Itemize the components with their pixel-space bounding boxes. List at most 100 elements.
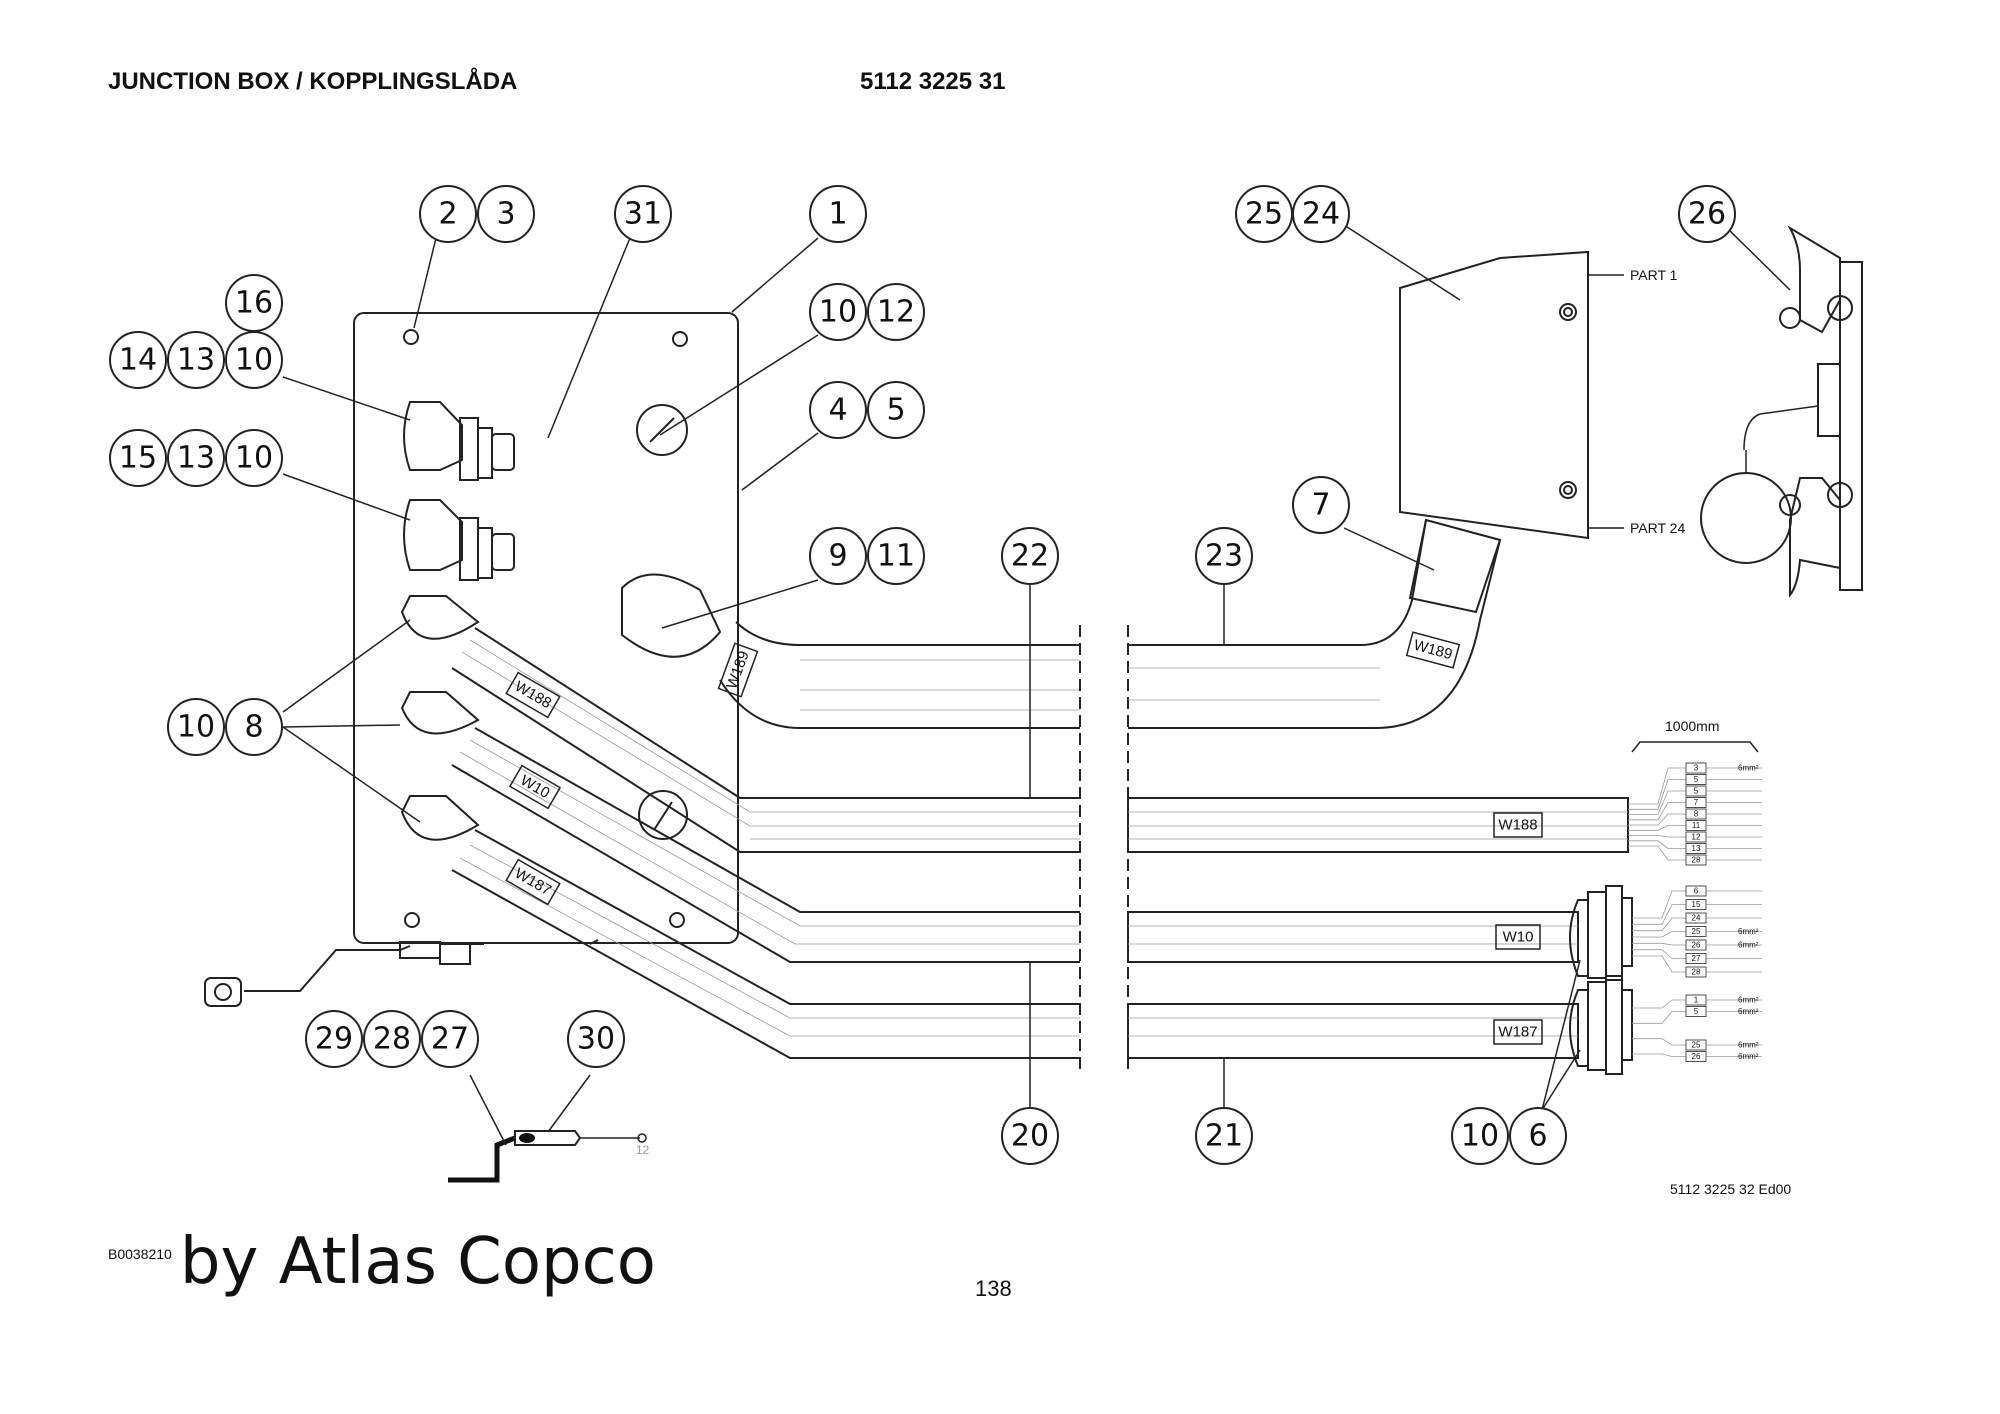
item-balloon: 22 — [1001, 527, 1059, 585]
svg-text:12: 12 — [1692, 833, 1701, 842]
wire-size-label: 6mm² — [1738, 764, 1759, 773]
document-id: B0038210 — [108, 1246, 172, 1262]
svg-text:29: 29 — [315, 1022, 353, 1057]
item-balloon: 11 — [867, 527, 925, 585]
terminal-block: 11 — [1685, 820, 1707, 831]
svg-text:14: 14 — [119, 343, 157, 378]
mounting-hole — [672, 331, 688, 347]
svg-text:11: 11 — [877, 539, 915, 574]
pin-label: 12 — [636, 1143, 650, 1157]
svg-text:5: 5 — [1694, 787, 1699, 796]
item-balloon: 2 — [419, 185, 477, 243]
cable-tag: W188 — [505, 671, 561, 719]
wire-size-label: 6mm² — [1738, 1007, 1759, 1016]
terminal-block: 6 — [1685, 885, 1707, 897]
svg-text:13: 13 — [177, 343, 215, 378]
earth-cable — [204, 939, 599, 1007]
jumper-wire — [448, 1130, 647, 1183]
svg-text:7: 7 — [1694, 798, 1699, 807]
item-balloon: 10 — [809, 283, 867, 341]
svg-text:W188: W188 — [1498, 817, 1537, 834]
svg-text:24: 24 — [1692, 914, 1701, 923]
terminal-block: 5 — [1685, 785, 1707, 797]
part-24-label: PART 24 — [1630, 520, 1685, 536]
svg-text:16: 16 — [235, 286, 273, 321]
terminal-block: 1 — [1685, 994, 1707, 1006]
svg-text:25: 25 — [1692, 927, 1701, 936]
svg-text:28: 28 — [373, 1022, 411, 1057]
svg-text:10: 10 — [235, 343, 273, 378]
terminal-block: 5 — [1685, 1006, 1707, 1017]
cable-w188-left — [400, 595, 1080, 853]
item-balloon: 24 — [1292, 185, 1350, 243]
item-balloon: 4 — [809, 381, 867, 439]
item-balloon: 29 — [305, 1010, 363, 1068]
wire-size-label: 6mm² — [1738, 941, 1759, 950]
svg-text:8: 8 — [1694, 810, 1699, 819]
item-balloon: 25 — [1235, 185, 1293, 243]
svg-text:26: 26 — [1692, 941, 1701, 950]
cable-w10-right — [1127, 911, 1579, 963]
svg-text:15: 15 — [119, 441, 157, 476]
svg-text:5: 5 — [886, 393, 905, 428]
locking-clip — [1700, 225, 1863, 598]
cable-tag: W187 — [1493, 1019, 1543, 1045]
svg-text:W188: W188 — [512, 678, 554, 712]
svg-text:W189: W189 — [723, 649, 752, 692]
terminal-block: 27 — [1685, 953, 1707, 964]
item-balloon: 20 — [1001, 1107, 1059, 1165]
item-balloon: 7 — [1292, 476, 1350, 534]
svg-text:10: 10 — [177, 710, 215, 745]
mounting-hole — [403, 329, 419, 345]
item-balloon: 10 — [1451, 1107, 1509, 1165]
svg-text:3: 3 — [1694, 764, 1699, 773]
item-balloon: 8 — [225, 698, 283, 756]
item-balloon: 16 — [225, 274, 283, 332]
svg-text:28: 28 — [1692, 968, 1701, 977]
item-balloon: 15 — [109, 429, 167, 487]
svg-text:27: 27 — [431, 1022, 469, 1057]
item-balloon: 28 — [363, 1010, 421, 1068]
drawing-reference: 5112 3225 32 Ed00 — [1670, 1181, 1792, 1197]
terminal-block: 15 — [1685, 899, 1707, 910]
length-label: 1000mm — [1665, 718, 1719, 734]
svg-text:W10: W10 — [517, 772, 552, 802]
svg-text:21: 21 — [1205, 1119, 1243, 1154]
cable-tag: W188 — [1493, 812, 1543, 838]
svg-text:2: 2 — [438, 197, 457, 232]
item-balloon: 10 — [225, 429, 283, 487]
cable-gland-upper — [403, 401, 515, 481]
cable-w188-right — [1127, 797, 1629, 853]
svg-text:12: 12 — [877, 295, 915, 330]
item-balloon: 31 — [614, 185, 672, 243]
terminal-block: 28 — [1685, 966, 1707, 978]
blanking-plug — [638, 790, 688, 840]
terminal-block: 3 — [1685, 762, 1707, 774]
terminal-block: 8 — [1685, 808, 1707, 820]
mounting-hole — [404, 912, 420, 928]
cable-tag: W10 — [1495, 924, 1541, 950]
part-number: 5112 3225 31 — [860, 68, 1006, 95]
svg-text:27: 27 — [1692, 954, 1701, 963]
item-balloon: 13 — [167, 331, 225, 389]
terminal-block: 25 — [1685, 1039, 1707, 1051]
item-balloon: 10 — [225, 331, 283, 389]
svg-text:1: 1 — [1694, 996, 1699, 1005]
wire-size-label: 6mm² — [1738, 927, 1759, 936]
cable-gland-middle — [403, 499, 515, 581]
item-balloon: 6 — [1509, 1107, 1567, 1165]
svg-text:9: 9 — [828, 539, 847, 574]
svg-text:W189: W189 — [1412, 637, 1454, 664]
item-balloon: 14 — [109, 331, 167, 389]
svg-text:31: 31 — [624, 197, 662, 232]
cable-w10-left — [400, 691, 1080, 963]
terminal-block: 28 — [1685, 854, 1707, 866]
svg-text:23: 23 — [1205, 539, 1243, 574]
svg-text:W187: W187 — [1498, 1024, 1537, 1041]
svg-text:24: 24 — [1302, 197, 1340, 232]
terminal-block: 12 — [1685, 831, 1707, 843]
wire-size-label: 6mm² — [1738, 996, 1759, 1005]
svg-text:10: 10 — [819, 295, 857, 330]
